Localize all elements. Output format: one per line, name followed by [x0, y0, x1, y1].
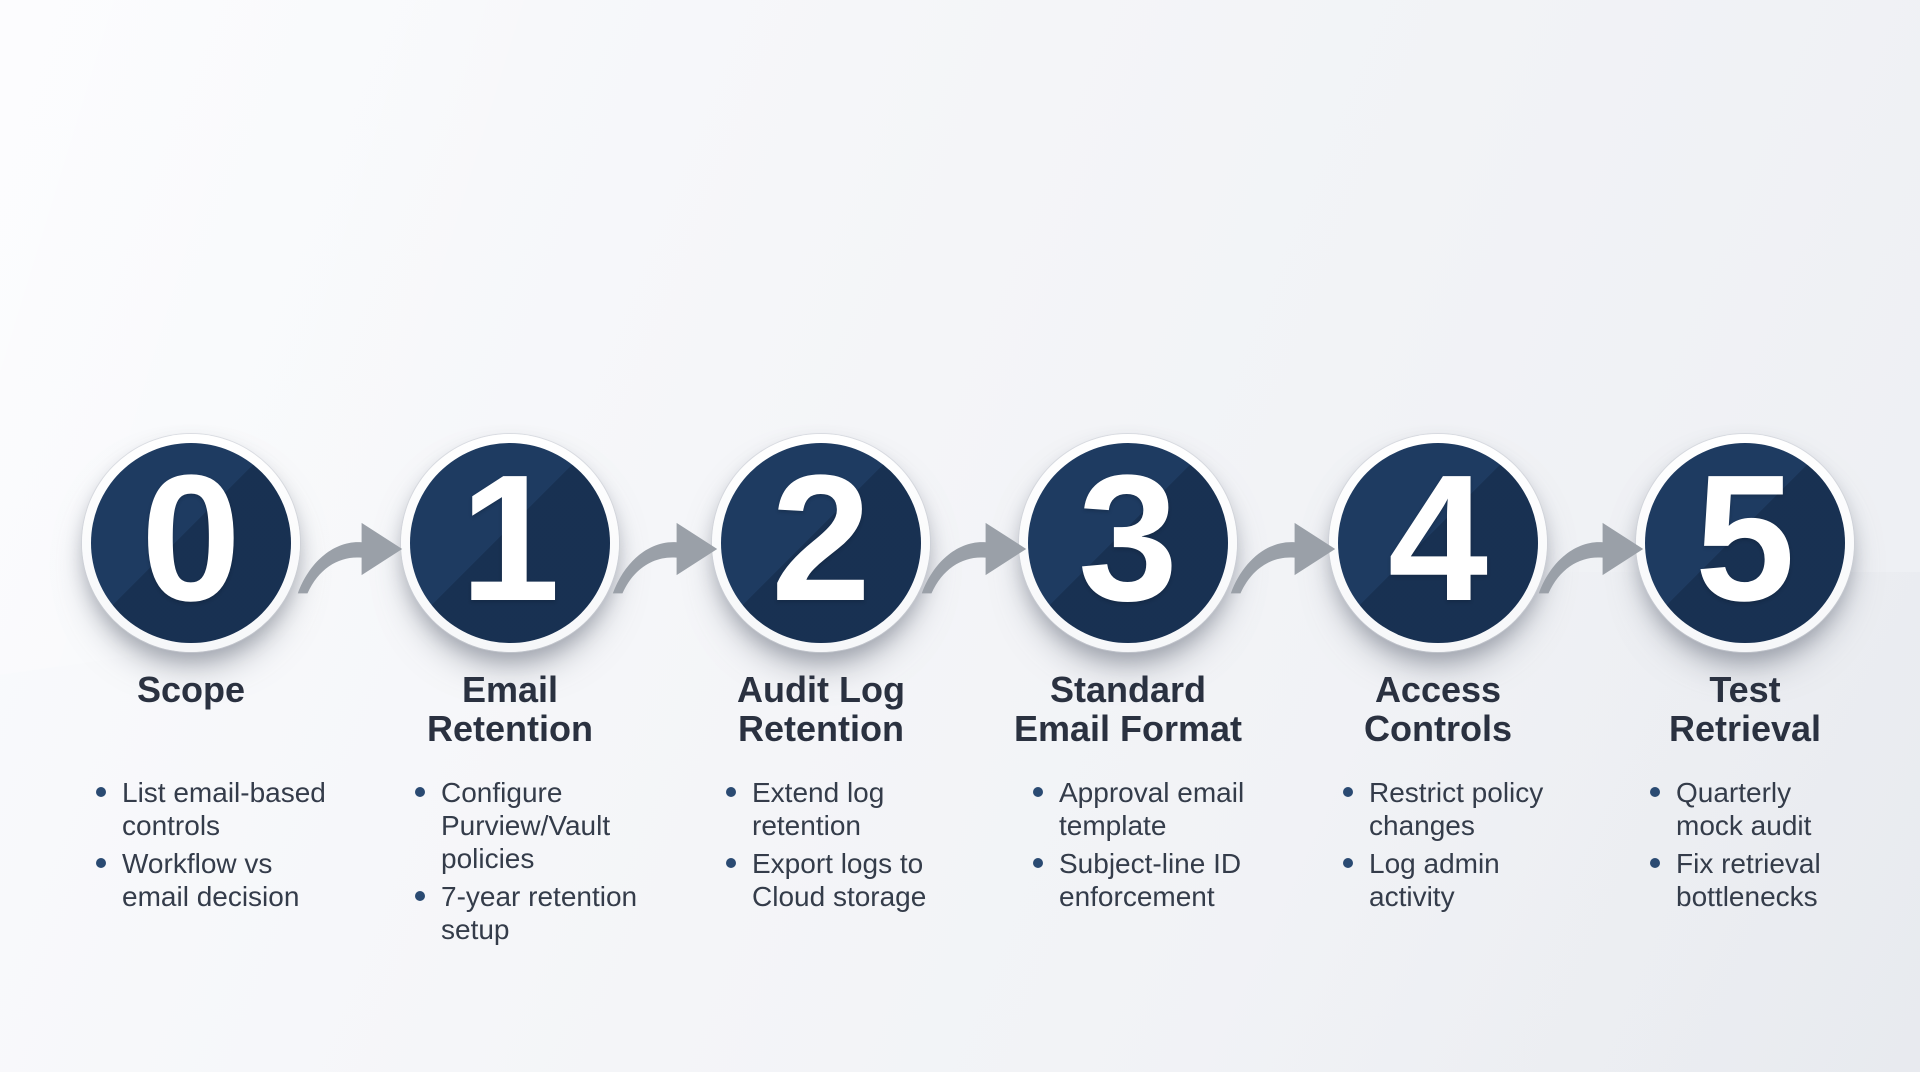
step-column-3: 3 Standard Email Format Approval email t… — [973, 434, 1283, 913]
step-number: 0 — [140, 443, 242, 639]
bullet-dot — [1033, 858, 1043, 868]
bullet-dot — [1650, 858, 1660, 868]
step-number: 1 — [459, 443, 561, 639]
step-bullets: Quarterly mock audit Fix retrieval bottl… — [1650, 776, 1896, 913]
step-bullets: Approval email template Subject-line ID … — [1033, 776, 1279, 913]
step-column-2: 2 Audit Log Retention Extend log retenti… — [666, 434, 976, 913]
bullet-text: Quarterly mock audit — [1676, 777, 1812, 841]
step-number: 3 — [1077, 443, 1179, 639]
bullet-item: Configure Purview/Vault policies — [415, 776, 661, 875]
bullet-text: 7-year retention setup — [441, 881, 638, 945]
arrow-right-icon — [612, 522, 718, 594]
step-circle: 0 — [91, 443, 291, 643]
step-circle-bezel: 0 — [82, 434, 300, 652]
bullet-dot — [726, 787, 736, 797]
step-bullets: Extend log retention Export logs to Clou… — [726, 776, 972, 913]
bullet-dot — [96, 858, 106, 868]
step-number: 2 — [770, 443, 872, 639]
bullet-text: Workflow vs email decision — [122, 848, 300, 912]
bullet-item: Log admin activity — [1343, 847, 1589, 913]
bullet-text: Approval email template — [1059, 777, 1245, 841]
bullet-text: Log admin activity — [1369, 848, 1500, 912]
bullet-dot — [1033, 787, 1043, 797]
step-circle-bezel: 3 — [1019, 434, 1237, 652]
step-circle: 5 — [1645, 443, 1845, 643]
step-circle-bezel: 5 — [1636, 434, 1854, 652]
step-circle-bezel: 4 — [1329, 434, 1547, 652]
bullet-item: Subject-line ID enforcement — [1033, 847, 1279, 913]
bullet-item: Quarterly mock audit — [1650, 776, 1896, 842]
bullet-text: Configure Purview/Vault policies — [441, 777, 611, 874]
bullet-item: Workflow vs email decision — [96, 847, 342, 913]
step-circle: 2 — [721, 443, 921, 643]
bullet-dot — [1343, 787, 1353, 797]
step-circle: 4 — [1338, 443, 1538, 643]
step-title: Audit Log Retention — [737, 669, 905, 749]
bullet-item: List email-based controls — [96, 776, 342, 842]
bullet-item: 7-year retention setup — [415, 880, 661, 946]
step-bullets: List email-based controls Workflow vs em… — [96, 776, 342, 913]
step-title: Scope — [136, 669, 246, 710]
step-circle: 1 — [410, 443, 610, 643]
step-column-1: 1 Email Retention Configure Purview/Vaul… — [355, 434, 665, 946]
bullet-dot — [96, 787, 106, 797]
arrow-right-icon — [1538, 522, 1644, 594]
step-bullets: Restrict policy changes Log admin activi… — [1343, 776, 1589, 913]
bullet-item: Extend log retention — [726, 776, 972, 842]
bullet-text: Fix retrieval bottlenecks — [1676, 848, 1821, 912]
bullet-item: Export logs to Cloud storage — [726, 847, 972, 913]
bullet-text: Subject-line ID enforcement — [1059, 848, 1242, 912]
bullet-text: Export logs to Cloud storage — [752, 848, 927, 912]
arrow-right-icon — [297, 522, 403, 594]
bullet-item: Restrict policy changes — [1343, 776, 1589, 842]
bullet-text: Restrict policy changes — [1369, 777, 1544, 841]
bullet-dot — [1343, 858, 1353, 868]
bullet-text: List email-based controls — [122, 777, 326, 841]
step-circle-bezel: 1 — [401, 434, 619, 652]
step-title: Access Controls — [1364, 669, 1512, 749]
step-circle: 3 — [1028, 443, 1228, 643]
bullet-dot — [415, 787, 425, 797]
step-column-4: 4 Access Controls Restrict policy change… — [1283, 434, 1593, 913]
arrow-right-icon — [1230, 522, 1336, 594]
step-title: Test Retrieval — [1668, 669, 1822, 749]
step-column-0: 0 Scope List email-based controls Workfl… — [36, 434, 346, 913]
bullet-item: Approval email template — [1033, 776, 1279, 842]
bullet-item: Fix retrieval bottlenecks — [1650, 847, 1896, 913]
bullet-text: Extend log retention — [752, 777, 885, 841]
step-title: Standard Email Format — [1013, 669, 1243, 749]
step-number: 4 — [1387, 443, 1489, 639]
bullet-dot — [1650, 787, 1660, 797]
bullet-dot — [726, 858, 736, 868]
step-column-5: 5 Test Retrieval Quarterly mock audit Fi… — [1590, 434, 1900, 913]
arrow-right-icon — [921, 522, 1027, 594]
step-title: Email Retention — [427, 669, 593, 749]
step-number: 5 — [1694, 443, 1796, 639]
step-bullets: Configure Purview/Vault policies 7-year … — [415, 776, 661, 946]
step-circle-bezel: 2 — [712, 434, 930, 652]
bullet-dot — [415, 891, 425, 901]
